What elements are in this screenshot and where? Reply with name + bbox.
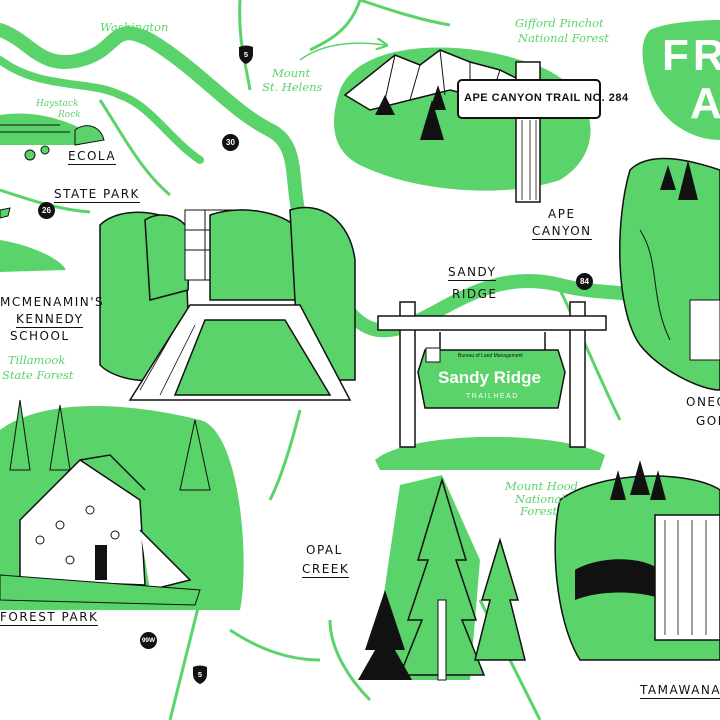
label-sandy-ridge-1: SANDY <box>448 265 497 281</box>
oneonta-gorge-illustration <box>619 157 720 391</box>
map-title-line-1: FR <box>662 31 720 80</box>
us-26-shield: 26 <box>38 202 55 219</box>
haystack-rock-illustration <box>0 113 105 272</box>
ape-canyon-sign-board <box>457 79 601 119</box>
sandy-ridge-sign-sub: TRAILHEAD <box>466 393 519 400</box>
label-mcmenamins-3: SCHOOL <box>10 329 70 343</box>
label-mount-st-helens-2: St. Helens <box>262 80 323 94</box>
sandy-ridge-sign-name: Sandy Ridge <box>438 368 541 387</box>
label-opal-creek-1: OPAL <box>306 543 343 557</box>
us-30-shield: 30 <box>222 134 239 151</box>
sandy-ridge-agency-text: Bureau of Land Management <box>458 353 523 359</box>
label-forest-park: FOREST PARK <box>0 610 99 626</box>
title-banner <box>642 20 720 140</box>
interstate-84-shield: 84 <box>576 273 593 290</box>
mount-hood-trees-illustration <box>358 475 526 681</box>
label-mount-hood-2: National <box>515 492 566 506</box>
label-mount-st-helens-1: Mount <box>272 66 311 80</box>
label-ape-canyon-2: CANYON <box>532 224 592 240</box>
label-mcmenamins-1: McMENAMIN'S <box>0 295 105 309</box>
label-tillamook-1: Tillamook <box>8 353 66 367</box>
interstate-5-south-shield: 5 <box>192 664 208 684</box>
sandy-ridge-sign-illustration <box>375 301 607 470</box>
label-tillamook-2: State Forest <box>2 368 74 382</box>
label-haystack-rock-1: Haystack <box>36 99 79 109</box>
label-haystack-rock-2: Rock <box>58 110 81 120</box>
label-ape-canyon-1: APE <box>548 207 576 221</box>
map-title-line-2: A <box>690 79 720 128</box>
label-gifford-pinchot-2: National Forest <box>518 31 609 45</box>
label-oneonta-2: GOR <box>696 414 720 428</box>
label-tamawanas: TAMAWANA <box>640 683 720 699</box>
label-sandy-ridge-2: RIDGE <box>452 287 498 301</box>
us-99w-shield: 99W <box>140 632 157 649</box>
label-opal-creek-2: CREEK <box>302 562 350 578</box>
kennedy-school-garden-illustration <box>99 206 356 401</box>
mount-st-helens-illustration <box>334 47 591 191</box>
label-ecola-2: STATE PARK <box>54 187 140 203</box>
label-ecola-1: ECOLA <box>68 149 117 165</box>
tamawanas-falls-illustration <box>554 460 720 661</box>
label-mount-hood-3: Forest <box>520 504 558 518</box>
label-oneonta-1: ONEO <box>686 395 720 409</box>
label-gifford-pinchot-1: Gifford Pinchot <box>515 16 604 30</box>
label-mount-hood-1: Mount Hood <box>505 479 579 493</box>
forest-park-illustration <box>0 399 244 610</box>
ape-canyon-sign-text: APE CANYON TRAIL NO. 284 <box>464 92 629 104</box>
label-washington: Washington <box>100 20 169 34</box>
interstate-5-north-shield: 5 <box>238 44 254 64</box>
label-mcmenamins-2: KENNEDY <box>16 312 84 328</box>
